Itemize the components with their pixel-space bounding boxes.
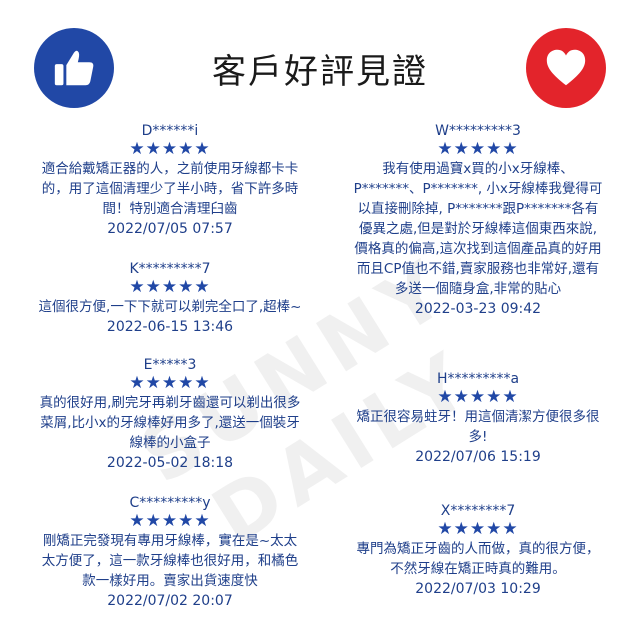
reviewer-name: K*********7 <box>129 261 211 277</box>
heart-icon <box>546 49 586 86</box>
review-line: 間！特別適合清理臼齒 <box>102 201 238 217</box>
reviewer-name: X********7 <box>440 503 516 519</box>
review-date: 2022/07/02 20:07 <box>107 593 233 609</box>
review-line: 剛矯正完發現有專用牙線棒，實在是~太太 <box>42 533 298 549</box>
thumbs-up-badge <box>34 28 114 108</box>
thumbs-up-icon <box>54 50 94 86</box>
reviewer-name: C*********y <box>129 495 211 511</box>
review-line: 太方便了，這一款牙線棒也很好用，和橘色 <box>41 553 299 569</box>
review-date: 2022/07/03 10:29 <box>415 581 541 597</box>
rating-stars: ★★★★★ <box>437 519 519 539</box>
review-line: 價格真的偏高,這次找到這個產品真的好用 <box>354 241 602 257</box>
review-line: 的，用了這個清理少了半小時，省下許多時 <box>41 181 299 197</box>
review-date: 2022-06-15 13:46 <box>106 319 234 335</box>
heart-badge <box>526 28 606 108</box>
reviewer-name: H*********a <box>436 371 520 387</box>
review-line: 專門為矯正牙齒的人而做，真的很方便， <box>356 541 600 557</box>
review-card: X********7 ★★★★★ 專門為矯正牙齒的人而做，真的很方便， 不然牙線… <box>326 502 630 599</box>
review-line: 適合給戴矯正器的人，之前使用牙線都卡卡 <box>41 161 299 177</box>
review-line: 真的很好用,刷完牙再剃牙齒還可以剃出很多 <box>39 395 301 411</box>
rating-stars: ★★★★★ <box>437 139 519 159</box>
reviewer-name: D******i <box>141 123 199 139</box>
rating-stars: ★★★★★ <box>129 373 211 393</box>
review-line: 優異之處,但是對於牙線棒這個東西來說, <box>358 221 598 237</box>
review-card: H*********a ★★★★★ 矯正很容易蛀牙！用這個清潔方便很多很 多! … <box>326 370 630 467</box>
review-line: 菜屑,比小x的牙線棒好用多了,還送一個裝牙 <box>40 415 300 431</box>
rating-stars: ★★★★★ <box>129 511 211 531</box>
review-date: 2022/07/06 15:19 <box>415 449 541 465</box>
review-line: 多! <box>468 429 488 445</box>
review-line: 款一樣好用。賣家出貨速度快 <box>82 573 258 589</box>
review-line: 這個很方便,一下下就可以剃完全口了,超棒~ <box>38 299 302 315</box>
review-line: P*******、P*******, 小x牙線棒我覺得可 <box>353 181 603 197</box>
review-line: 以直接刪除掉, P*******跟P*******各有 <box>357 201 599 217</box>
page-title: 客戶好評見證 <box>212 52 428 92</box>
review-date: 2022-05-02 18:18 <box>106 455 234 471</box>
review-line: 線棒的小盒子 <box>129 435 211 451</box>
review-card: E*****3 ★★★★★ 真的很好用,刷完牙再剃牙齒還可以剃出很多 菜屑,比小… <box>18 356 322 473</box>
review-line: 我有使用過寶x買的小x牙線棒、 <box>382 161 574 177</box>
reviewer-name: W*********3 <box>435 123 521 139</box>
review-card: W*********3 ★★★★★ 我有使用過寶x買的小x牙線棒、 P*****… <box>326 122 630 319</box>
review-line: 不然牙線在矯正時真的難用。 <box>390 561 566 577</box>
reviewer-name: E*****3 <box>143 357 197 373</box>
review-card: C*********y ★★★★★ 剛矯正完發現有專用牙線棒，實在是~太太 太方… <box>18 494 322 611</box>
rating-stars: ★★★★★ <box>437 387 519 407</box>
review-card: K*********7 ★★★★★ 這個很方便,一下下就可以剃完全口了,超棒~ … <box>18 260 322 337</box>
review-date: 2022-03-23 09:42 <box>414 301 542 317</box>
review-line: 矯正很容易蛀牙！用這個清潔方便很多很 <box>356 409 600 425</box>
rating-stars: ★★★★★ <box>129 277 211 297</box>
review-date: 2022/07/05 07:57 <box>107 221 233 237</box>
review-card: D******i ★★★★★ 適合給戴矯正器的人，之前使用牙線都卡卡 的，用了這… <box>18 122 322 239</box>
review-line: 多送一個隨身盒,非常的貼心 <box>394 281 562 297</box>
review-line: 而且CP值也不錯,賣家服務也非常好,還有 <box>356 261 600 277</box>
rating-stars: ★★★★★ <box>129 139 211 159</box>
